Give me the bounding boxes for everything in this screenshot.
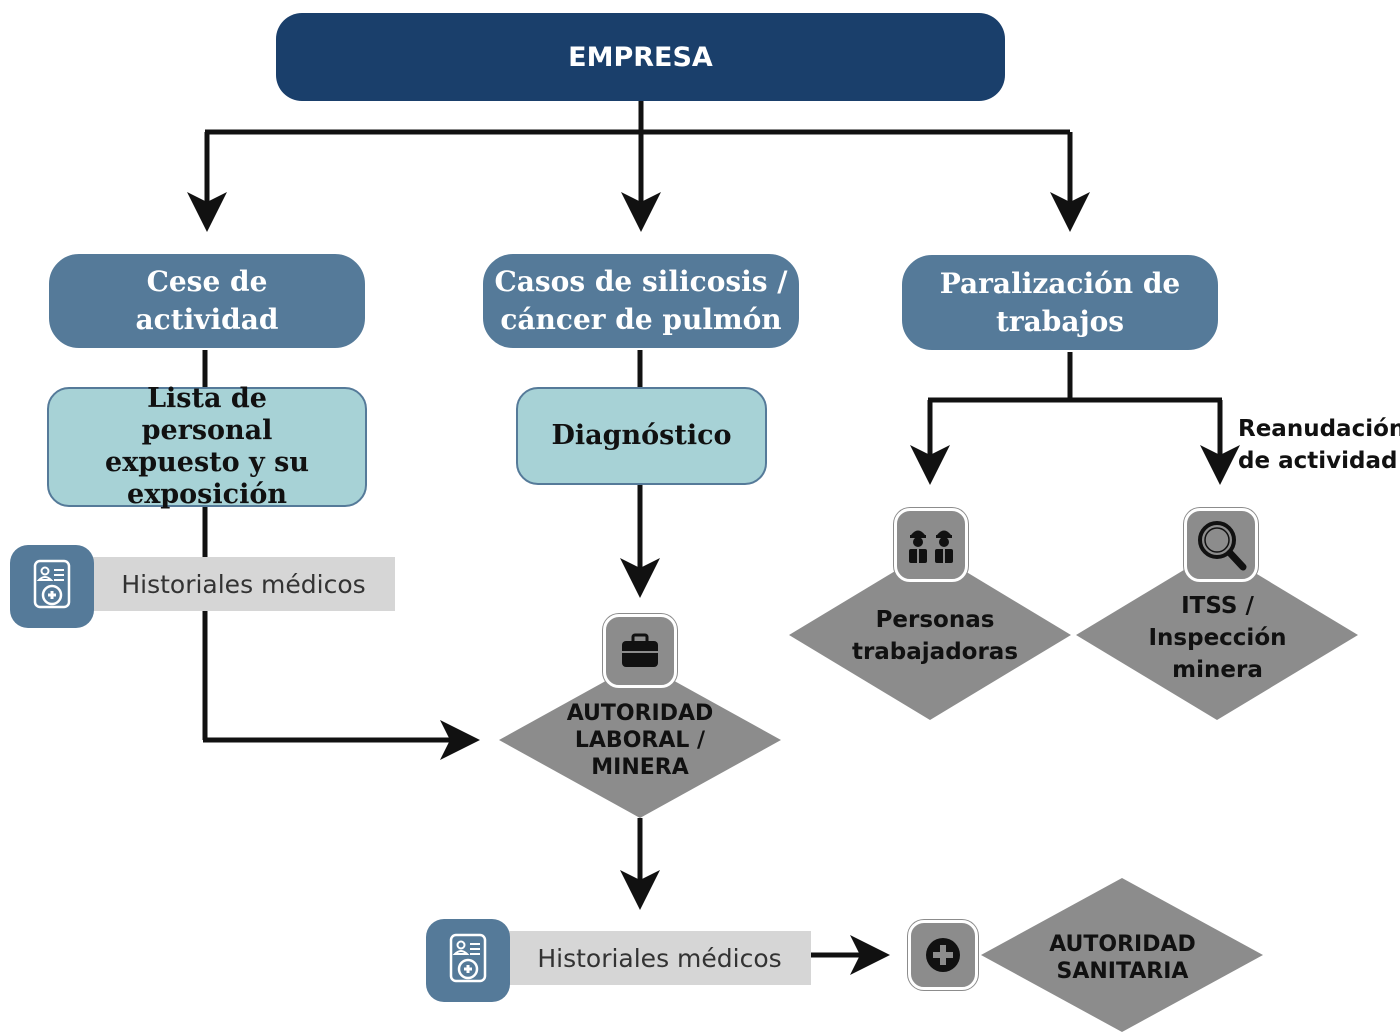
paralizacion-box: Paralización de trabajos [900,253,1220,352]
personas-label: Personas trabajadoras [851,607,1019,665]
empresa-box: EMPRESA [276,13,1005,101]
historial-bottom-label-box: Historiales médicos [508,931,811,985]
briefcase-icon [603,614,677,688]
medical-cross-icon [908,920,978,990]
autoridad-laboral-label: AUTORIDAD LABORAL / MINERA [566,701,714,780]
cese-label: Cese de actividad [135,265,279,336]
empresa-label: EMPRESA [568,41,713,73]
paralizacion-label: Paralización de trabajos [939,266,1181,338]
medical-record-icon [426,919,510,1002]
lista-box: Lista de personal expuesto y su exposici… [47,383,367,510]
workers-icon [894,508,968,582]
medical-record-icon [10,545,94,628]
diagnostico-box: Diagnóstico [516,387,767,485]
lista-label: Lista de personal expuesto y su exposici… [105,383,309,510]
casos-box: Casos de silicosis / cáncer de pulmón [481,252,801,350]
magnifier-icon [1184,508,1258,582]
reanudacion-label: Reanudación de actividad [1238,416,1400,474]
autoridad-laboral-diamond [499,662,781,818]
cese-box: Cese de actividad [47,252,367,350]
itss-diamond [1076,550,1358,720]
historial-left-label: Historiales médicos [121,569,366,599]
diagnostico-label: Diagnóstico [551,420,732,451]
autoridad-sanitaria-diamond [981,878,1263,1032]
casos-label: Casos de silicosis / cáncer de pulmón [494,265,788,336]
historial-bottom-label: Historiales médicos [537,943,782,973]
historial-left-label-box: Historiales médicos [92,557,395,611]
personas-diamond [789,550,1071,720]
itss-label: ITSS / Inspección minera [1148,593,1287,683]
autoridad-sanitaria-label: AUTORIDAD SANITARIA [1049,932,1196,984]
